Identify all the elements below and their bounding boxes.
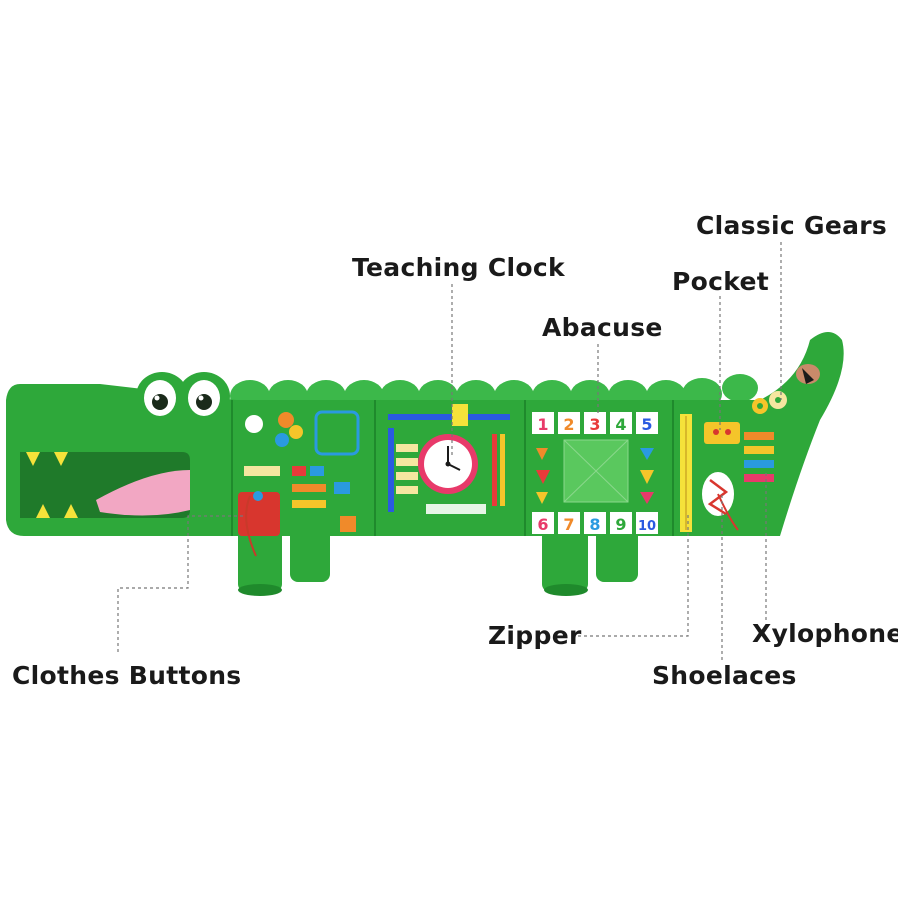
label-abacuse: Abacuse <box>542 313 663 342</box>
number-tile-5: 5 <box>641 415 652 434</box>
eye-right <box>188 380 220 416</box>
panel-1-activities <box>244 410 360 532</box>
label-pocket: Pocket <box>672 267 769 296</box>
number-tile-4: 4 <box>615 415 626 434</box>
teaching-clock-item <box>418 434 478 494</box>
eye-left <box>144 380 176 416</box>
label-xylophone: Xylophone <box>752 619 898 648</box>
number-tiles-bottom: 6 7 8 9 10 <box>532 512 658 534</box>
panel-2-activities <box>388 404 510 514</box>
number-tile-3: 3 <box>589 415 600 434</box>
number-tile-2: 2 <box>563 415 574 434</box>
zipper-item <box>680 414 692 532</box>
label-teaching-clock: Teaching Clock <box>352 253 566 282</box>
xylophone-item <box>744 432 774 482</box>
label-clothes-buttons: Clothes Buttons <box>12 661 242 690</box>
number-tile-7: 7 <box>563 515 574 534</box>
label-zipper: Zipper <box>488 621 582 650</box>
clothes-buttons-item <box>238 491 280 557</box>
number-tile-10: 10 <box>638 519 656 534</box>
number-tile-9: 9 <box>615 515 626 534</box>
number-tile-6: 6 <box>537 515 548 534</box>
pocket-item <box>704 422 740 444</box>
classic-gears-item <box>752 364 820 414</box>
label-shoelaces: Shoelaces <box>652 661 797 690</box>
label-classic-gears: Classic Gears <box>696 211 887 240</box>
shoelaces-item <box>702 472 739 531</box>
number-tile-8: 8 <box>589 515 600 534</box>
leader-lines <box>117 242 782 660</box>
crocodile-mouth <box>20 452 190 518</box>
tangram-pieces <box>536 448 654 504</box>
number-tiles-top: 1 2 3 4 5 <box>532 412 658 434</box>
abacuse-item: 1 2 3 4 5 6 7 8 9 10 <box>532 412 658 534</box>
number-tile-1: 1 <box>537 415 548 434</box>
